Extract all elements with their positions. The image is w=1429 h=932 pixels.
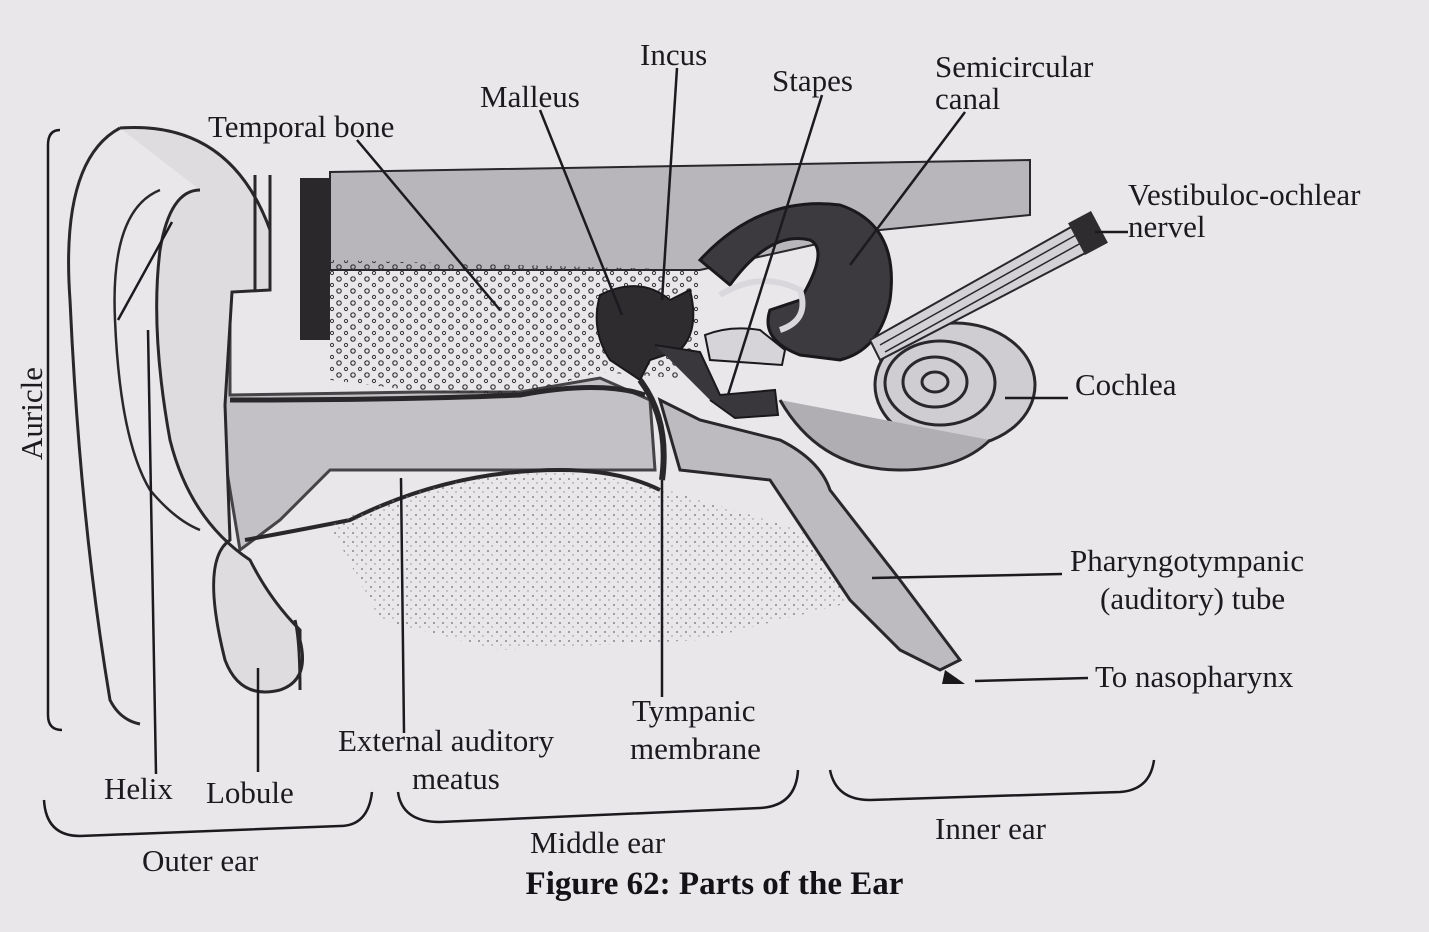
lobule-label: Lobule [206,778,294,808]
helix-label: Helix [104,774,173,804]
vestibulocochlear-label-line1: Vestibuloc-ochlear [1128,180,1360,210]
external-auditory-label-line2: meatus [412,764,500,794]
tympanic-label-line1: Tympanic [632,696,756,726]
nasopharynx-label: To nasopharynx [1095,662,1293,692]
malleus-label: Malleus [480,82,580,112]
incus-label: Incus [640,40,707,70]
temporal-bone-band [330,160,1030,270]
auricle-bracket [48,130,62,730]
auricle-label: Auricle [14,380,50,460]
pharyngotympanic-label-line2: (auditory) tube [1100,584,1285,614]
figure-caption: Figure 62: Parts of the Ear [0,866,1429,903]
tympanic-label-line2: membrane [630,734,761,764]
canal-label: canal [935,84,1000,114]
stapes-label: Stapes [772,66,853,96]
inner-ear-label: Inner ear [935,814,1046,844]
semicircular-label: Semicircular [935,52,1093,82]
lower-bone [330,472,860,650]
pharyngotympanic-label-line1: Pharyngotympanic [1070,546,1304,576]
temporal-bone-label: Temporal bone [208,112,394,142]
cochlea-label: Cochlea [1075,370,1177,400]
external-auditory-label-line1: External auditory [338,726,554,756]
vestibulocochlear-label-line2: nervel [1128,212,1205,242]
middle-ear-label: Middle ear [530,828,665,858]
